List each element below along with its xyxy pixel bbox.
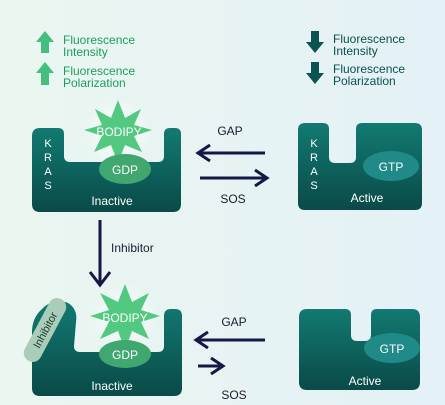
state-label-active: Active — [349, 374, 382, 388]
arrow-down-icon — [306, 62, 324, 84]
sos-label: SOS — [220, 192, 245, 206]
legend-right: Fluorescence Intensity Fluorescence Pola… — [306, 31, 408, 88]
bodipy-starburst — [90, 284, 160, 350]
arrow-down-icon — [306, 31, 324, 53]
legend-left: Fluorescence Intensity Fluorescence Pola… — [36, 31, 138, 90]
kras-letter: R — [44, 152, 52, 164]
bodipy-label: BODIPY — [96, 125, 141, 139]
exchange-arrows-bottom: GAP SOS — [193, 315, 265, 402]
arrow-up-icon — [36, 31, 54, 53]
state-label-inactive: Inactive — [91, 379, 133, 393]
gdp-label: GDP — [112, 163, 138, 177]
gtp-label: GTP — [379, 160, 404, 174]
gdp-ellipse — [99, 154, 151, 184]
legend-right-intensity: Fluorescence Intensity — [333, 32, 408, 58]
kras-protein-shape — [299, 309, 420, 390]
gap-label: GAP — [221, 315, 246, 329]
kras-protein-shape — [32, 301, 182, 396]
kras-letter: R — [310, 152, 318, 164]
state-label-active: Active — [351, 191, 384, 205]
legend-left-intensity: Fluorescence Intensity — [63, 33, 138, 59]
kras-active-bottom: GTP Active — [299, 309, 420, 390]
bodipy-label: BODIPY — [102, 311, 147, 325]
arrow-right-head — [210, 356, 226, 376]
kras-inactive-inhibited: Inhibitor Inactive BODIPY GDP — [23, 283, 182, 396]
arrow-left-head — [195, 143, 211, 163]
kras-letter: A — [44, 166, 52, 178]
arrow-left-head — [193, 330, 209, 350]
kras-inactive-top: K R A S Inactive BODIPY GDP — [32, 98, 181, 212]
arrow-up-icon — [36, 62, 54, 85]
gtp-label: GTP — [380, 342, 405, 356]
kras-letter: A — [310, 166, 318, 178]
legend-left-polarization: Fluorescence Polarization — [63, 64, 138, 90]
arrow-right-head — [254, 168, 270, 188]
inhibitor-capsule — [23, 298, 67, 362]
bodipy-starburst — [84, 100, 152, 163]
kras-protein-shape — [298, 123, 422, 210]
kras-active-top: K R A S GTP Active — [298, 123, 422, 210]
gdp-label: GDP — [112, 348, 138, 362]
arrow-down-head — [88, 271, 112, 288]
kras-letter: K — [44, 138, 52, 150]
kras-letter: S — [310, 180, 317, 192]
inhibitor-arrow-label: Inhibitor — [111, 241, 154, 255]
gap-label: GAP — [217, 124, 242, 138]
exchange-arrows-top: GAP SOS — [195, 124, 270, 206]
state-label-inactive: Inactive — [91, 194, 133, 208]
kras-letter: K — [310, 138, 318, 150]
gtp-ellipse — [364, 333, 420, 363]
gtp-ellipse — [363, 151, 419, 181]
legend-right-polarization: Fluorescence Polarization — [333, 62, 408, 88]
sos-label: SOS — [221, 388, 246, 402]
gdp-ellipse — [99, 340, 151, 368]
kras-letter: S — [44, 180, 51, 192]
inhibitor-arrow: Inhibitor — [88, 220, 154, 288]
